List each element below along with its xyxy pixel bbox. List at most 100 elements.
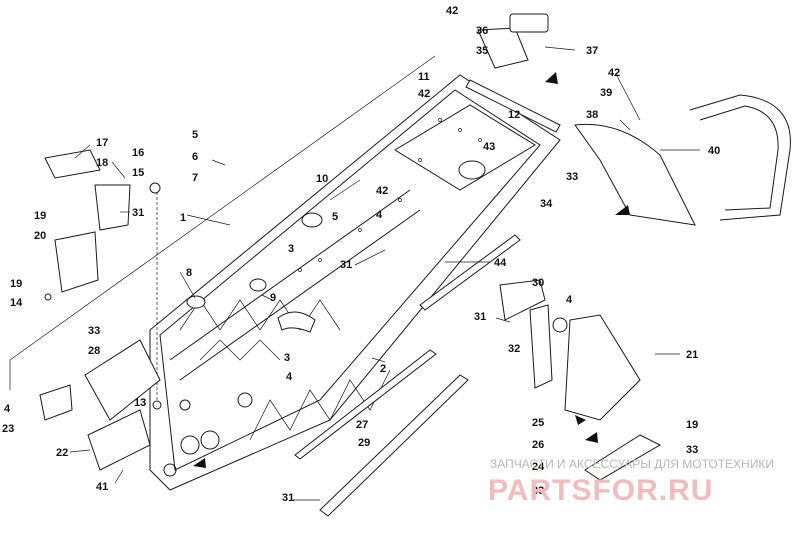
bolt-15 [149, 182, 161, 194]
callout-24: 24 [532, 461, 545, 473]
callout-19: 19 [686, 419, 698, 431]
leader-31c [495, 317, 511, 323]
washer-4 [552, 317, 568, 333]
leader-22 [69, 449, 91, 453]
frame-outline-lines [9, 55, 436, 390]
callout-30: 30 [532, 277, 544, 289]
callout-3: 3 [288, 243, 294, 255]
outline-line-top [9, 55, 436, 361]
rear-bumper [574, 94, 791, 226]
part-23 [39, 384, 73, 421]
callout-33: 33 [532, 485, 544, 497]
callout-35: 35 [476, 45, 488, 57]
callout-18: 18 [96, 157, 108, 169]
callout-34: 34 [540, 198, 553, 210]
right-parts [499, 279, 662, 481]
part-28 [84, 339, 161, 421]
callout-13: 13 [134, 397, 146, 409]
tunnel-edge-1 [169, 189, 411, 361]
callout-33: 33 [686, 444, 698, 456]
bumper-loop-outer [689, 94, 791, 221]
tunnel-rear-plate [394, 104, 536, 191]
part-37 [509, 13, 549, 33]
side-hole-5 [163, 463, 177, 477]
side-hole-2 [200, 430, 220, 450]
tunnel-edge-2 [179, 209, 421, 381]
bumper-loop-inner [699, 105, 779, 211]
deck-dot [318, 258, 322, 262]
leader-6 [211, 159, 226, 166]
callout-7: 7 [192, 172, 198, 184]
callout-31: 31 [132, 207, 144, 219]
callout-32: 32 [508, 343, 520, 355]
bracket-9 [277, 311, 316, 333]
callout-2: 2 [380, 363, 386, 375]
callout-20: 20 [34, 230, 46, 242]
leader-38 [619, 119, 631, 131]
deck-dot [358, 228, 362, 232]
leader-2 [371, 357, 386, 363]
leader-lines [69, 46, 700, 501]
deck-dot [438, 118, 442, 122]
deck-dot [458, 128, 462, 132]
callout-19: 19 [34, 210, 46, 222]
leader-9 [261, 294, 273, 301]
watermark: ЗАПЧАСТИ И АКСЕССУАРЫ ДЛЯ МОТОТЕХНИКИ PA… [488, 457, 774, 507]
nut-14 [44, 293, 52, 301]
arrow-icon [585, 432, 598, 443]
callout-42: 42 [418, 88, 430, 100]
leader-31b [354, 249, 386, 266]
part-30 [499, 279, 546, 321]
callout-4: 4 [566, 294, 573, 306]
callout-4: 4 [4, 403, 11, 415]
deck-plate [298, 118, 482, 272]
callout-29: 29 [358, 437, 370, 449]
chassis-tunnel [149, 74, 561, 491]
arrow-icon [615, 205, 630, 215]
callout-25: 25 [532, 417, 544, 429]
callout-3: 3 [284, 352, 290, 364]
center-cover [458, 160, 486, 180]
callout-5: 5 [332, 211, 338, 223]
callout-12: 12 [508, 109, 520, 121]
callout-16: 16 [132, 147, 144, 159]
side-hole-4 [179, 399, 191, 411]
truss-row-2 [199, 339, 281, 361]
callout-1: 1 [180, 212, 186, 224]
callout-23: 23 [2, 423, 14, 435]
part-22 [87, 409, 151, 471]
leader-17 [74, 144, 91, 159]
part-24 [584, 434, 662, 481]
deck-dot [478, 138, 482, 142]
arrow-icon [575, 415, 586, 425]
callout-33: 33 [88, 325, 100, 337]
callout-39: 39 [600, 87, 612, 99]
leader-10 [329, 179, 361, 201]
leader-1 [186, 214, 231, 226]
snowflap-38 [574, 123, 696, 226]
bolt-13 [152, 400, 162, 410]
rail-29 [319, 374, 469, 517]
plate-25 [564, 314, 641, 421]
side-hole-3 [237, 392, 253, 408]
watermark-tagline: ЗАПЧАСТИ И АКСЕССУАРЫ ДЛЯ МОТОТЕХНИКИ [490, 457, 774, 471]
callout-4: 4 [376, 209, 383, 221]
callout-5: 5 [192, 129, 198, 141]
callout-21: 21 [686, 349, 698, 361]
rail-27 [294, 349, 437, 460]
callout-28: 28 [88, 345, 100, 357]
callout-labels: 42 36 35 37 11 42 42 39 38 12 40 17 5 6 … [2, 5, 720, 504]
leader-42c [615, 73, 641, 121]
callout-42: 42 [376, 185, 388, 197]
callout-17: 17 [96, 137, 108, 149]
truss-row-1 [179, 299, 341, 331]
callout-11: 11 [418, 71, 430, 83]
cover-5-lower [249, 278, 267, 292]
leader-8 [179, 271, 196, 299]
deck-dot [398, 198, 402, 202]
rear-top-parts [477, 13, 549, 69]
part-32 [529, 304, 553, 389]
left-parts [44, 149, 162, 410]
callout-44: 44 [494, 257, 507, 269]
